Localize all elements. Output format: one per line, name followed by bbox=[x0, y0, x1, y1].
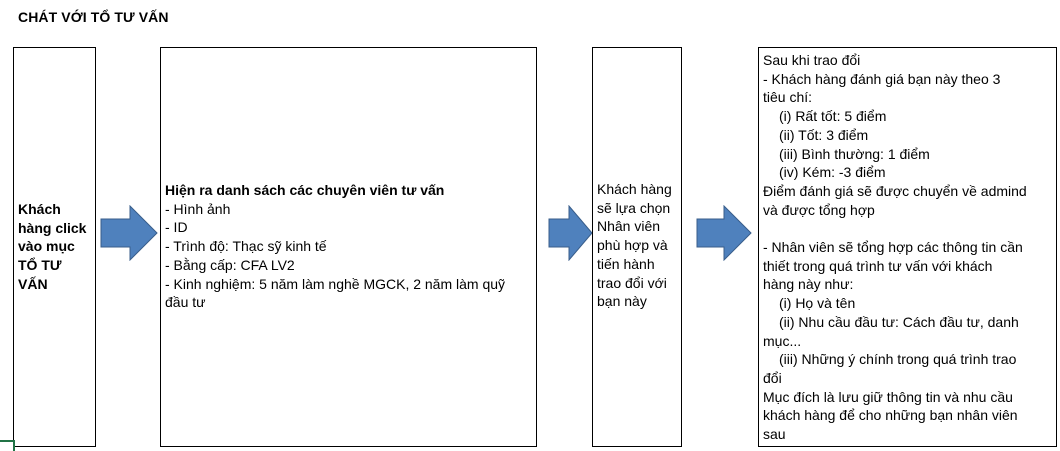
advisor-list-heading: Hiện ra danh sách các chuyên viên tư vấn bbox=[165, 182, 445, 198]
step-3-line: trao đổi với bbox=[597, 274, 667, 291]
step-4-line: (iii) Những ý chính trong quá trình trao bbox=[779, 351, 1017, 368]
advisor-list-item: - ID bbox=[165, 219, 188, 236]
step-4-line: Điểm đánh giá sẽ được chuyển về admind bbox=[763, 182, 1027, 199]
step-3-line: phù hợp và bbox=[597, 237, 668, 254]
step-4-line: tiêu chí: bbox=[763, 89, 813, 106]
step-3-line: tiến hành bbox=[597, 255, 655, 272]
step-4-line: - Nhân viên sẽ tổng hợp các thông tin cầ… bbox=[763, 239, 1023, 256]
step-4-line: - Khách hàng đánh giá bạn này theo 3 bbox=[763, 70, 1001, 87]
step-4-line bbox=[763, 219, 1057, 238]
flow-arrow-2 bbox=[548, 205, 593, 261]
step-4-line: (iii) Bình thường: 1 điểm bbox=[779, 145, 930, 162]
step-4-line: và được tổng hợp bbox=[763, 201, 875, 218]
advisor-list-item: - Hình ảnh bbox=[165, 200, 231, 217]
flow-arrow-3 bbox=[696, 205, 752, 261]
step-3-line: bạn này bbox=[597, 293, 647, 310]
step-4-line: đổi bbox=[763, 369, 782, 386]
step-4-line: (i) Họ và tên bbox=[779, 295, 856, 312]
step-3-line: Khách hàng bbox=[597, 181, 672, 197]
advisor-list-item: đầu tư bbox=[165, 294, 206, 311]
step-1-line: Khách bbox=[18, 201, 61, 217]
advisor-list-item: - Bằng cấp: CFA LV2 bbox=[165, 256, 295, 273]
step-4-line: Sau khi trao đổi bbox=[763, 52, 861, 68]
step-1-line: hàng click bbox=[18, 219, 87, 236]
step-1-line: vào mục bbox=[18, 238, 75, 255]
advisor-list-item: - Trình độ: Thạc sỹ kinh tế bbox=[165, 238, 327, 255]
advisor-list-item: - Kinh nghiệm: 5 năm làm nghề MGCK, 2 nă… bbox=[165, 275, 506, 292]
step-4-line: mục... bbox=[763, 332, 802, 349]
step-2-text: Hiện ra danh sách các chuyên viên tư vấn… bbox=[165, 181, 533, 312]
step-3-line: Nhân viên bbox=[597, 218, 661, 235]
step-4-line: khách hàng để cho những bạn nhân viên bbox=[763, 407, 1018, 424]
step-4-line: (i) Rất tốt: 5 điểm bbox=[779, 108, 887, 125]
step-4-text: Sau khi trao đổi - Khách hàng đánh giá bạ… bbox=[763, 51, 1057, 444]
page-title: CHÁT VỚI TỔ TƯ VẤN bbox=[18, 9, 169, 25]
step-3-line: sẽ lựa chọn bbox=[597, 199, 671, 216]
cell-selection-marker bbox=[0, 440, 15, 451]
step-4-line: (ii) Nhu cầu đầu tư: Cách đầu tư, danh bbox=[779, 313, 1019, 330]
step-4-line: (ii) Tốt: 3 điểm bbox=[779, 126, 869, 143]
step-4-line: sau bbox=[763, 426, 786, 443]
step-4-line: thiết trong quá trình tư vấn với khách bbox=[763, 257, 993, 274]
step-box-after-exchange: Sau khi trao đổi - Khách hàng đánh giá bạ… bbox=[758, 47, 1057, 447]
step-4-line: Mục đích là lưu giữ thông tin và nhu cầu bbox=[763, 388, 1013, 405]
step-box-advisor-list: Hiện ra danh sách các chuyên viên tư vấn… bbox=[160, 47, 537, 447]
step-4-line: hàng này như: bbox=[763, 276, 854, 293]
step-1-line: TỔ TƯ bbox=[18, 257, 62, 274]
flow-arrow-1 bbox=[100, 205, 158, 261]
step-1-line: VẤN bbox=[18, 275, 48, 292]
step-4-line: (iv) Kém: -3 điểm bbox=[779, 164, 886, 181]
